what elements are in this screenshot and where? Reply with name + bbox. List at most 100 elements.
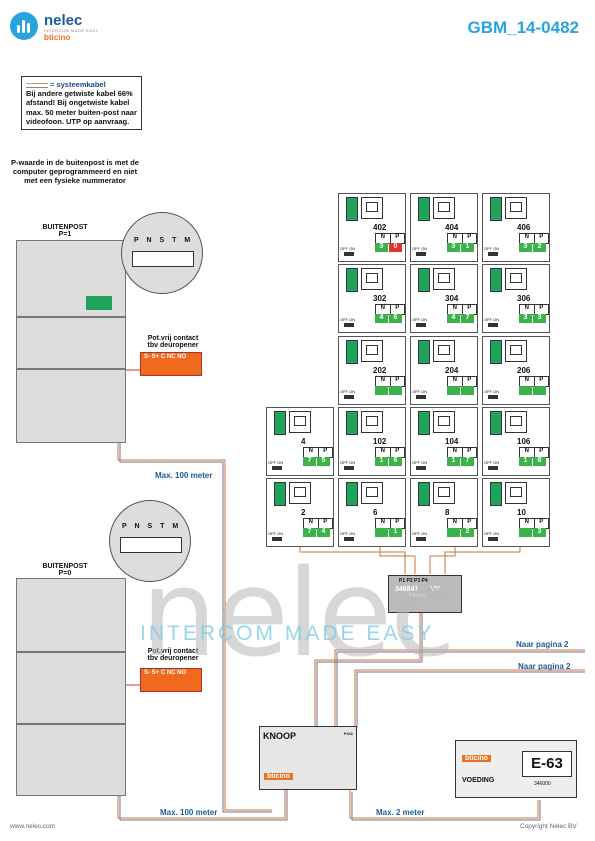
p-label: P	[539, 377, 544, 383]
n-label: N	[376, 519, 391, 528]
np-values	[375, 386, 403, 395]
np-values: 2	[447, 528, 475, 537]
dip-switch[interactable]	[488, 466, 498, 470]
p-label: P	[467, 377, 472, 383]
p-label: P	[539, 234, 544, 240]
videophone-icon	[433, 268, 455, 290]
zoom-terminal	[120, 537, 182, 553]
dip-switch[interactable]	[416, 323, 426, 327]
off-on-label: OFF ON	[268, 460, 284, 465]
p-label: P	[395, 234, 400, 240]
unit-p-value: 4	[317, 528, 330, 537]
off-on-label: OFF ON	[412, 389, 428, 394]
n-label: N	[304, 519, 319, 528]
power-brand: bticino	[462, 755, 491, 762]
videophone-icon	[361, 340, 383, 362]
videophone-icon	[361, 197, 383, 219]
dip-switch[interactable]	[272, 466, 282, 470]
unit-room: 204	[445, 366, 459, 375]
relay-terminal-labels: S- S+ C NC NO	[144, 354, 187, 360]
unit-terminal	[418, 482, 430, 506]
dip-switch[interactable]	[344, 323, 354, 327]
unit-terminal	[418, 411, 430, 435]
n-label: N	[448, 234, 463, 243]
videophone-icon	[289, 411, 311, 433]
zoom-label: P N S T M	[122, 523, 182, 530]
unit-terminal	[490, 268, 502, 292]
p-label: P	[467, 519, 472, 525]
dip-switch[interactable]	[416, 252, 426, 256]
zoom-terminal	[132, 251, 194, 267]
off-on-label: OFF ON	[340, 389, 356, 394]
unit-room: 8	[445, 508, 450, 517]
cable-note-text: Bij andere getwiste kabel 66% afstand! B…	[26, 89, 137, 126]
unit-p-value: 5	[317, 457, 330, 466]
unit-n-value: 3	[519, 243, 532, 252]
distributor-346841: P1 P2 P3 P4 346841 VV bticino	[388, 575, 462, 613]
p-label: P	[539, 448, 544, 454]
unit-n-value: 3	[519, 314, 532, 323]
unit-p-value: 2	[461, 528, 474, 537]
unit-terminal	[346, 268, 358, 292]
videophone-icon	[505, 411, 527, 433]
dip-switch[interactable]	[272, 537, 282, 541]
unit-room: 10	[517, 508, 526, 517]
footer-website: www.nelec.com	[10, 823, 56, 830]
n-label: N	[376, 377, 391, 386]
p-label: P	[539, 305, 544, 311]
dip-switch[interactable]	[344, 466, 354, 470]
relay-bottom: S- S+ C NC NO	[140, 668, 202, 692]
unit-n-value	[519, 386, 532, 395]
nelec-logo-icon	[10, 12, 38, 40]
unit-n-value	[519, 528, 532, 537]
dip-switch[interactable]	[488, 537, 498, 541]
p-label: P	[539, 519, 544, 525]
relay-top: S- S+ C NC NO	[140, 352, 202, 376]
p-label: P	[323, 448, 328, 454]
pagina-link-a: Naar pagina 2	[516, 640, 569, 649]
p-value-note: P-waarde in de buitenpost is met de comp…	[11, 158, 139, 185]
n-label: N	[448, 448, 463, 457]
watermark-main: nelec	[140, 545, 456, 684]
off-on-label: OFF ON	[412, 460, 428, 465]
unit-room: 202	[373, 366, 387, 375]
p-label: P	[467, 448, 472, 454]
n-label: N	[376, 234, 391, 243]
unit-n-value: 7	[303, 528, 316, 537]
dip-switch[interactable]	[344, 395, 354, 399]
n-label: N	[448, 305, 463, 314]
dip-switch[interactable]	[416, 395, 426, 399]
dip-switch[interactable]	[344, 252, 354, 256]
dip-switch[interactable]	[416, 466, 426, 470]
dip-switch[interactable]	[488, 323, 498, 327]
dip-switch[interactable]	[488, 395, 498, 399]
np-values: 3	[519, 528, 547, 537]
pagina-link-b: Naar pagina 2	[518, 662, 571, 671]
unit-terminal	[418, 268, 430, 292]
dip-switch[interactable]	[488, 252, 498, 256]
unit-room: 104	[445, 437, 459, 446]
np-values	[519, 386, 547, 395]
unit-p-value	[389, 386, 402, 395]
p-label: P	[467, 234, 472, 240]
bticino-logo: bticino	[44, 33, 71, 42]
dip-switch[interactable]	[416, 537, 426, 541]
unit-n-value: 4	[447, 314, 460, 323]
dip-switch[interactable]	[344, 537, 354, 541]
unit-terminal	[346, 197, 358, 221]
unit-n-value	[375, 386, 388, 395]
